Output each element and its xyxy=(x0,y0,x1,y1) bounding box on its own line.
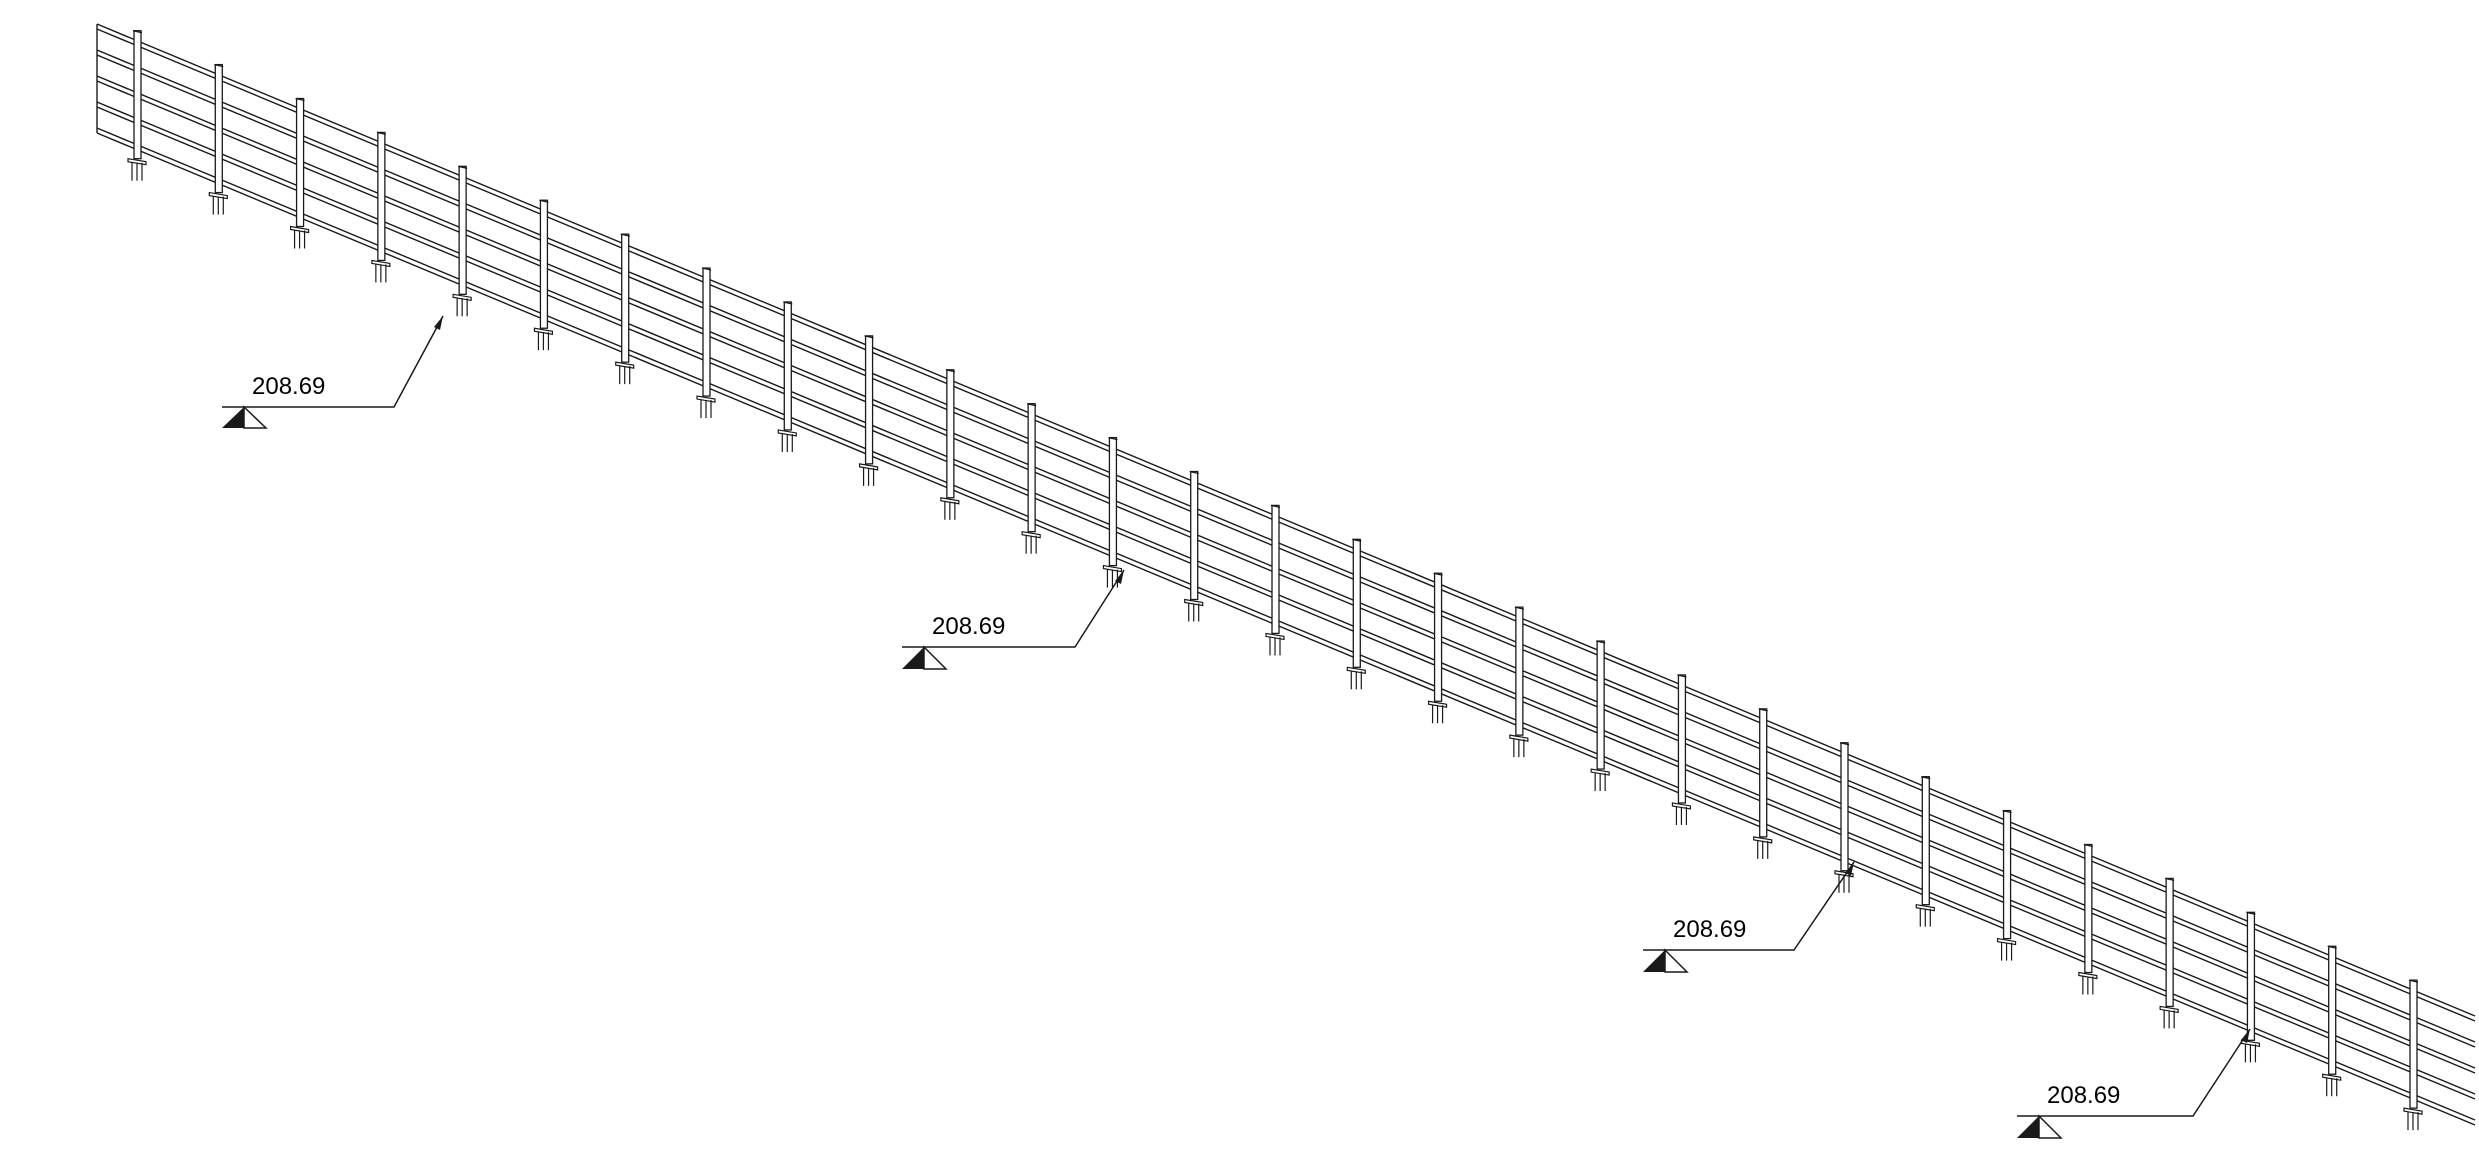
rail xyxy=(96,127,2476,1126)
elevation-label: 208.69 xyxy=(1673,916,1746,943)
elevation-triangle-filled xyxy=(222,407,244,428)
rail xyxy=(96,101,2476,1100)
railing-post xyxy=(1915,776,1935,927)
railing-post xyxy=(1102,436,1123,588)
elevation-leader-line xyxy=(902,569,1125,648)
railing-post xyxy=(1509,606,1529,758)
elevation-triangle-open xyxy=(1664,948,1689,973)
railing-post xyxy=(452,165,472,317)
railing-post xyxy=(2078,843,2098,995)
elevation-leader-line xyxy=(222,315,444,408)
elevation-label: 208.69 xyxy=(252,373,325,400)
railing-post xyxy=(858,335,879,486)
railing-post xyxy=(127,30,147,181)
elevation-triangle-open xyxy=(243,405,268,429)
railing-post xyxy=(615,233,635,385)
elevation-triangle-open xyxy=(923,645,948,670)
elevation-arrowhead xyxy=(434,316,443,330)
railing-post xyxy=(940,369,960,520)
railing-post xyxy=(777,301,797,452)
railing-post xyxy=(1021,403,1041,554)
railing-post xyxy=(371,131,391,283)
railing-post xyxy=(1590,640,1610,792)
railing-post xyxy=(1834,742,1854,893)
railing-post xyxy=(1671,674,1692,825)
elevation-marker: 208.69 xyxy=(1643,861,1855,973)
railing-post xyxy=(533,199,554,351)
railing-post xyxy=(1346,538,1366,690)
railing-post xyxy=(696,267,716,419)
railing-post xyxy=(1184,470,1204,622)
rail xyxy=(96,75,2476,1074)
elevation-marker: 208.69 xyxy=(2017,1028,2251,1139)
elevation-marker: 208.69 xyxy=(902,569,1125,670)
railing-post xyxy=(1753,708,1773,859)
railing-posts xyxy=(127,30,2423,1131)
rail xyxy=(96,23,2476,1022)
elevation-arrowhead xyxy=(1845,862,1854,876)
railing-post xyxy=(1996,809,2017,961)
elevation-triangle-filled xyxy=(902,647,924,669)
railing-post xyxy=(2322,945,2342,1097)
railing-post xyxy=(1265,504,1285,656)
elevation-triangle-filled xyxy=(1643,950,1665,972)
elevation-triangle-open xyxy=(2038,1114,2063,1139)
railing-post xyxy=(208,63,228,215)
elevation-leader-line xyxy=(1643,861,1855,951)
railing-post xyxy=(2403,979,2423,1131)
railing-rails xyxy=(96,23,2476,1126)
elevation-leader-line xyxy=(2017,1028,2251,1117)
railing-post xyxy=(2159,877,2179,1029)
elevation-label: 208.69 xyxy=(932,613,1005,640)
elevation-marker: 208.69 xyxy=(222,315,444,429)
elevation-triangle-filled xyxy=(2017,1116,2039,1138)
railing-post xyxy=(1427,572,1448,724)
rail xyxy=(96,49,2476,1048)
elevation-arrowhead xyxy=(2241,1029,2250,1043)
railing-post xyxy=(289,97,310,249)
elevation-arrowhead xyxy=(1115,570,1124,584)
elevation-label: 208.69 xyxy=(2047,1082,2120,1109)
